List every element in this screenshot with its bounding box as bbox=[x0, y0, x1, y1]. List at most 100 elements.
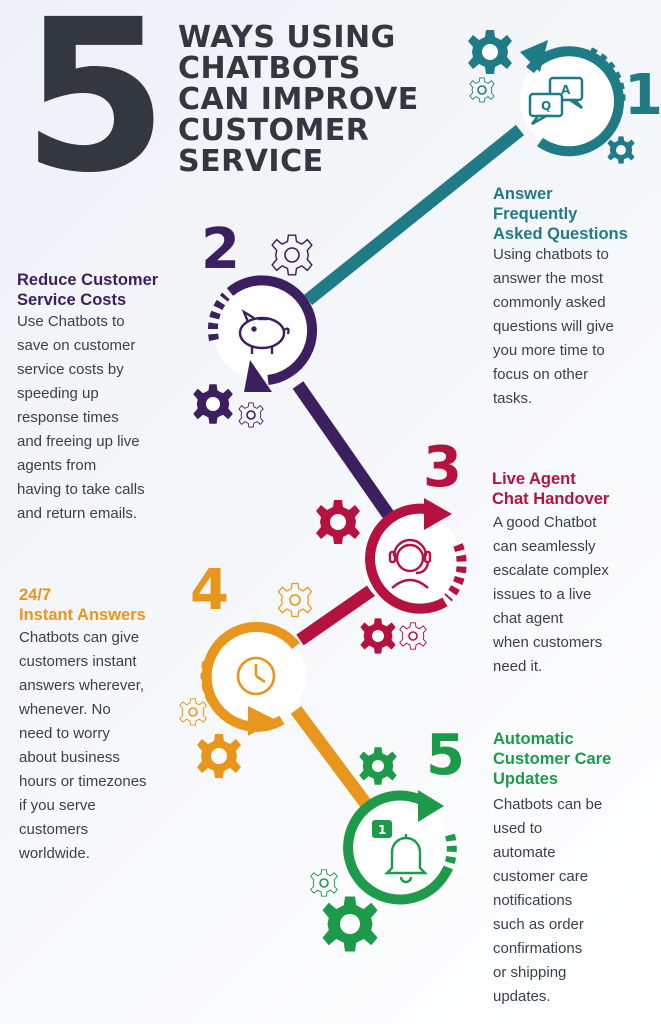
step-number-2: 2 bbox=[201, 217, 240, 282]
step2-body: Use Chatbots to save on customer service… bbox=[17, 310, 145, 526]
gear-icon bbox=[197, 734, 241, 778]
gear-icon bbox=[322, 747, 397, 952]
gear-icon bbox=[316, 500, 396, 654]
step1-body: Using chatbots to answer the most common… bbox=[493, 243, 614, 411]
step5-body-line: confirmations bbox=[493, 940, 583, 957]
step1-body-line: you more time to bbox=[493, 342, 605, 359]
step5-body-line: notifications bbox=[493, 892, 573, 909]
step5-title-line: Updates bbox=[493, 770, 559, 788]
step3-body-line: chat agent bbox=[493, 610, 564, 627]
step4-body-line: customers bbox=[19, 821, 89, 838]
step4-body-line: Chatbots can give bbox=[19, 629, 140, 646]
step5-body-line: such as order bbox=[493, 916, 584, 933]
step1-body-line: questions will give bbox=[493, 318, 614, 335]
step5-body-line: updates. bbox=[493, 988, 551, 1005]
step4-body-line: customers instant bbox=[19, 653, 137, 670]
step3-body-line: escalate complex bbox=[493, 562, 609, 579]
step2-body-line: Use Chatbots to bbox=[17, 313, 125, 330]
step4-body-line: if you serve bbox=[19, 797, 96, 814]
step3-body: A good Chatbot can seamlessly escalate c… bbox=[493, 511, 609, 679]
step-number-1: 1 bbox=[624, 63, 661, 128]
title-line: CUSTOMER bbox=[178, 113, 370, 148]
step4-circle bbox=[200, 621, 306, 736]
step2-title: Reduce Customer Service Costs bbox=[17, 270, 158, 310]
notification-bell-icon bbox=[384, 834, 428, 884]
step5-body-line: or shipping bbox=[493, 964, 567, 981]
connector-1-2 bbox=[303, 124, 525, 306]
connector-4-5 bbox=[290, 706, 378, 816]
step2-body-line: and return emails. bbox=[17, 505, 138, 522]
step4-title-line: Instant Answers bbox=[19, 606, 146, 624]
step4-title: 24/7 Instant Answers bbox=[19, 585, 146, 625]
step4-body-line: need to worry bbox=[19, 725, 110, 742]
chat-a-letter: A bbox=[561, 83, 571, 97]
step3-body-line: A good Chatbot bbox=[493, 514, 597, 531]
title-line: CAN IMPROVE bbox=[178, 82, 419, 117]
step3-circle bbox=[360, 498, 467, 614]
step1-title-line: Asked Questions bbox=[493, 225, 628, 243]
step5-body-line: customer care bbox=[493, 868, 589, 885]
step1-body-line: tasks. bbox=[493, 390, 533, 407]
page-title: WAYS USING CHATBOTS CAN IMPROVE CUSTOMER… bbox=[178, 22, 478, 177]
gear-outline-icon bbox=[238, 234, 313, 428]
step4-body-line: worldwide. bbox=[19, 845, 90, 862]
step5-circle bbox=[343, 790, 457, 905]
step1-title-line: Answer bbox=[493, 185, 553, 203]
notification-badge-count: 1 bbox=[378, 823, 386, 837]
step2-body-line: and freeing up live bbox=[17, 433, 140, 450]
step3-body-line: issues to a live bbox=[493, 586, 592, 603]
gear-outline-icon bbox=[399, 622, 427, 650]
step4-body-line: about business bbox=[19, 749, 120, 766]
step5-title: Automatic Customer Care Updates bbox=[493, 729, 611, 789]
step3-title-line: Live Agent bbox=[492, 470, 576, 488]
step2-title-line: Reduce Customer bbox=[17, 271, 159, 289]
step2-circle bbox=[207, 275, 317, 392]
step4-body-line: whenever. No bbox=[19, 701, 111, 718]
connector-2-3 bbox=[292, 381, 398, 524]
gear-icon bbox=[193, 384, 233, 424]
step2-body-line: speeding up bbox=[17, 385, 99, 402]
step2-body-line: service costs by bbox=[17, 361, 124, 378]
step2-body-line: agents from bbox=[17, 457, 97, 474]
notification-badge bbox=[372, 820, 392, 838]
title-line: WAYS USING bbox=[178, 20, 396, 55]
step3-body-line: when customers bbox=[493, 634, 603, 651]
step-number-4: 4 bbox=[190, 558, 229, 623]
step2-title-line: Service Costs bbox=[17, 291, 127, 309]
headset-agent-icon bbox=[388, 538, 432, 589]
step2-body-line: save on customer bbox=[17, 337, 136, 354]
step2-body-line: response times bbox=[17, 409, 119, 426]
step5-body-line: used to bbox=[493, 820, 543, 837]
step3-body-line: need it. bbox=[493, 658, 543, 675]
step4-body-line: hours or timezones bbox=[19, 773, 147, 790]
clock-icon bbox=[236, 656, 276, 696]
step3-title: Live Agent Chat Handover bbox=[492, 469, 609, 509]
piggy-bank-icon bbox=[238, 309, 290, 354]
step5-title-line: Customer Care bbox=[493, 750, 612, 768]
step3-body-line: can seamlessly bbox=[493, 538, 596, 555]
title-line: SERVICE bbox=[178, 144, 324, 179]
step1-body-line: focus on other bbox=[493, 366, 589, 383]
step-number-5: 5 bbox=[426, 723, 465, 788]
gear-outline-icon bbox=[469, 77, 495, 103]
big-number: 5 bbox=[22, 0, 168, 219]
qa-chat-icon bbox=[528, 76, 584, 126]
step1-title-line: Frequently bbox=[493, 205, 578, 223]
step5-body: Chatbots can be used to automate custome… bbox=[493, 793, 602, 1009]
step3-title-line: Chat Handover bbox=[492, 490, 610, 508]
step4-body: Chatbots can give customers instant answ… bbox=[19, 626, 147, 866]
chat-q-letter: Q bbox=[541, 99, 551, 113]
step1-body-line: answer the most bbox=[493, 270, 604, 287]
step2-body-line: having to take calls bbox=[17, 481, 145, 498]
step5-title-line: Automatic bbox=[493, 730, 574, 748]
step4-title-line: 24/7 bbox=[19, 586, 52, 604]
step1-title: Answer Frequently Asked Questions bbox=[493, 184, 628, 244]
gear-outline-icon bbox=[179, 582, 313, 726]
step4-body-line: answers wherever, bbox=[19, 677, 145, 694]
gear-icon bbox=[468, 30, 635, 164]
step-number-3: 3 bbox=[423, 435, 462, 500]
connector-3-4 bbox=[296, 584, 376, 646]
step1-body-line: commonly asked bbox=[493, 294, 606, 311]
title-line: CHATBOTS bbox=[178, 51, 361, 86]
